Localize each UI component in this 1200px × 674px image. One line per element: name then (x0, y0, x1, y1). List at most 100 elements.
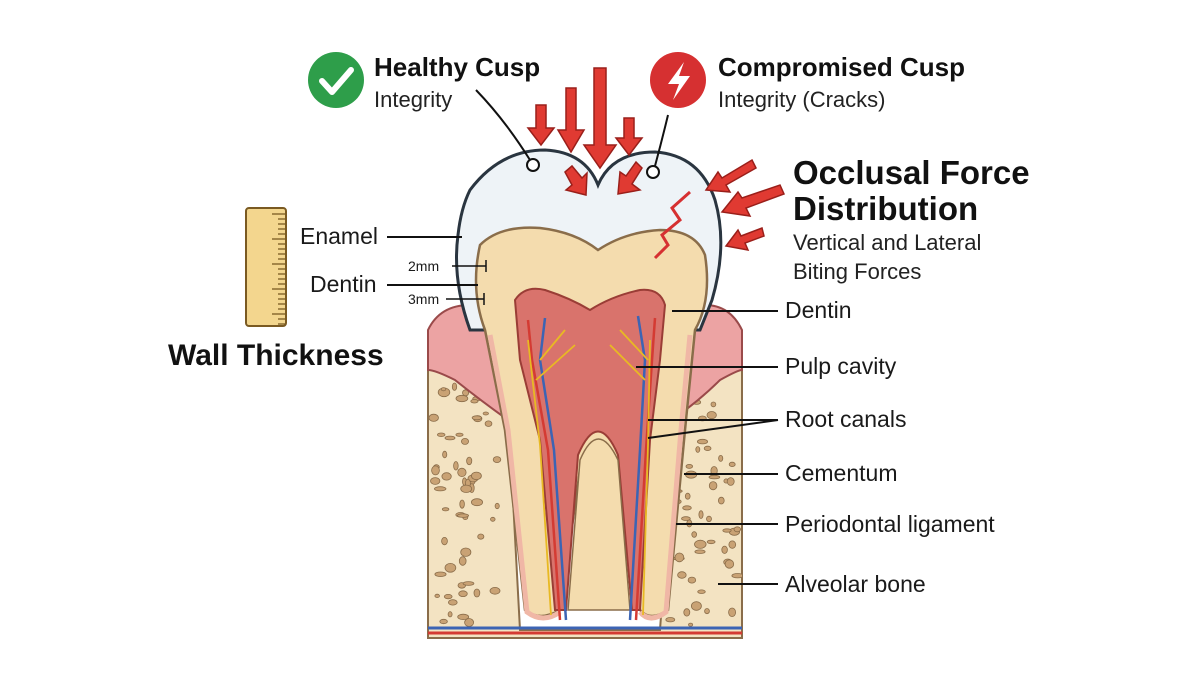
bone-spot (717, 496, 725, 505)
force-title-line2: Distribution (793, 190, 978, 227)
bone-spot (718, 454, 724, 462)
bone-spot (455, 432, 464, 437)
bone-spot (460, 437, 469, 445)
bone-spot (706, 539, 716, 545)
bone-spot (470, 498, 483, 507)
mm3-label: 3mm (408, 291, 439, 307)
bone-spot (698, 510, 704, 519)
bone-spot (490, 516, 496, 522)
bone-spot (733, 526, 741, 533)
bone-spot (691, 601, 702, 611)
bone-spot (684, 492, 691, 500)
bone-spot (444, 562, 457, 573)
bone-spot (706, 411, 717, 420)
bone-spot (477, 533, 485, 540)
compromised-cusp-callout: Compromised Cusp Integrity (Cracks) (650, 52, 965, 167)
bone-spot (473, 588, 481, 598)
bone-spot (440, 387, 447, 392)
healthy-cusp-callout: Healthy Cusp Integrity (308, 52, 540, 161)
bone-spot (456, 513, 469, 518)
bone-spot (731, 573, 742, 579)
healthy-title: Healthy Cusp (374, 52, 540, 82)
bone-spot (466, 456, 473, 466)
bone-spot (710, 401, 717, 408)
bone-spot (683, 608, 691, 617)
dentin-label-right: Dentin (785, 297, 851, 323)
tooth (455, 148, 723, 621)
bone-spot (430, 477, 441, 485)
bone-spot (447, 599, 458, 606)
bone-spot (708, 474, 721, 480)
bone-spot (722, 528, 732, 533)
bone-spot (444, 435, 456, 441)
bone-spot (470, 471, 482, 481)
wall-thickness-title: Wall Thickness (168, 339, 384, 372)
bone-spot (458, 590, 468, 597)
root-canals-label: Root canals (785, 406, 906, 432)
force-title-line1: Occlusal Force (793, 154, 1030, 191)
bone-spot (434, 593, 440, 599)
bone-spot (441, 472, 452, 481)
ligament-label: Periodontal ligament (785, 511, 995, 537)
pulp-cavity-label: Pulp cavity (785, 353, 897, 379)
bone-spot (704, 608, 710, 615)
left-labels: Enamel Dentin 2mm 3mm Wall Thickness (168, 207, 487, 372)
bone-spot (460, 484, 473, 493)
enamel-label: Enamel (300, 223, 378, 249)
bone-spot (460, 547, 472, 557)
bone-spot (471, 415, 482, 421)
bone-spot (455, 394, 469, 403)
bone-spot (464, 618, 475, 627)
bone-spot (724, 559, 735, 569)
bone-spot (458, 556, 467, 566)
bone-spot (462, 581, 475, 586)
bone-spot (697, 438, 709, 445)
force-subtitle-line1: Vertical and Lateral (793, 230, 981, 255)
dentin-label-left: Dentin (310, 271, 376, 297)
bone-spot (706, 515, 712, 523)
bone-spot (431, 465, 440, 476)
bone-spot (674, 552, 685, 563)
bone-spot (447, 611, 453, 618)
bone-spot (694, 539, 707, 549)
bone-spot (677, 571, 687, 579)
bone-spot (441, 507, 450, 512)
bone-spot (489, 586, 501, 595)
bone-spot (703, 445, 712, 451)
ruler-ticks (272, 213, 286, 325)
mm2-label: 2mm (408, 258, 439, 274)
bone-spot (470, 399, 479, 404)
compromised-title: Compromised Cusp (718, 52, 965, 82)
bone-spot (457, 467, 467, 477)
bone-spot (685, 463, 693, 469)
compromised-subtitle: Integrity (Cracks) (718, 87, 885, 112)
checkmark-icon (308, 52, 364, 108)
bone-spot (442, 450, 448, 459)
bone-spot (728, 607, 736, 618)
bone-spot (492, 456, 502, 464)
cementum-label: Cementum (785, 460, 897, 486)
bone-spot (687, 576, 697, 584)
bone-spot (457, 613, 470, 621)
force-subtitle-line2: Biting Forces (793, 259, 921, 284)
bone-spot (697, 589, 706, 594)
bone-spot (694, 549, 706, 554)
bone-spot (453, 461, 459, 471)
bone-spot (434, 571, 447, 577)
bone-spot (688, 622, 694, 627)
crack (653, 190, 691, 260)
bone-spot (728, 540, 737, 549)
bone-spot (451, 382, 458, 391)
right-labels: Dentin Pulp cavity Root canals Cementum … (636, 297, 995, 597)
bone-spot (437, 432, 446, 437)
blood-vessels (526, 315, 657, 621)
bone-spot (691, 531, 697, 538)
bone-spot (459, 499, 465, 509)
occlusal-force-callout: Occlusal Force Distribution Vertical and… (793, 154, 1030, 284)
bone-spot (681, 516, 691, 521)
bone-spot (721, 545, 728, 554)
bone-spot (682, 505, 692, 511)
bone-spot (434, 486, 447, 492)
